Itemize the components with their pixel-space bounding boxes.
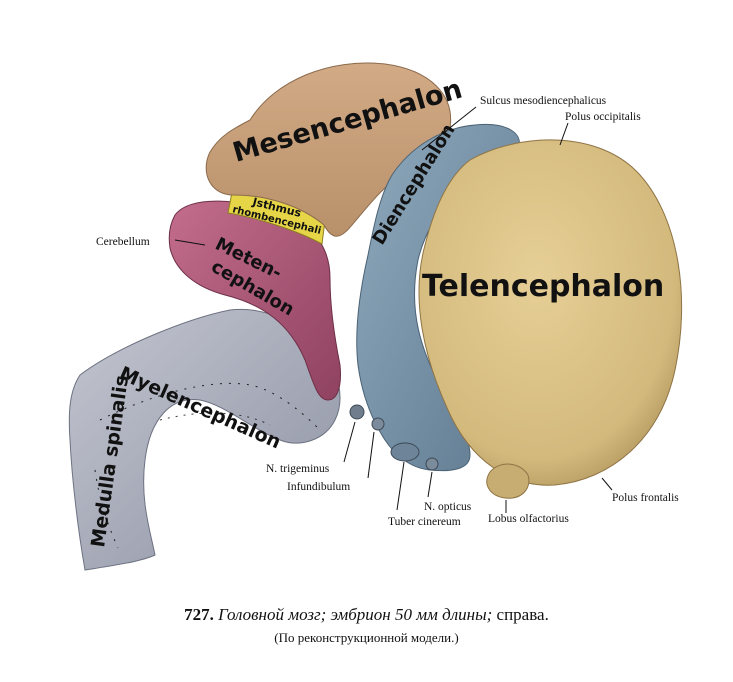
- ann-polus-occipitalis: Polus occipitalis: [565, 111, 641, 123]
- tuber-cinereum-bulge: [390, 442, 420, 462]
- lobus-olfactorius-shape: [486, 463, 530, 499]
- ann-n-opticus: N. opticus: [424, 501, 472, 513]
- figure-title-end: справа.: [496, 605, 549, 624]
- mesencephalon-region: [205, 62, 452, 237]
- ann-infundibulum: Infundibulum: [287, 481, 350, 493]
- ann-cerebellum: Cerebellum: [96, 236, 150, 248]
- figure-subcaption: (По реконструкционной модели.): [274, 630, 459, 645]
- figure-number: 727.: [184, 605, 214, 624]
- ann-n-trigeminus: N. trigeminus: [266, 463, 330, 475]
- ann-polus-frontalis: Polus frontalis: [612, 492, 679, 504]
- ann-lobus-olfactorius: Lobus olfactorius: [488, 513, 569, 525]
- telencephalon-region: [418, 139, 683, 486]
- ann-tuber-cinereum: Tuber cinereum: [388, 516, 461, 528]
- figure-caption: 727. Головной мозг; эмбрион 50 мм длины;…: [0, 605, 733, 625]
- n-trigeminus-knob: [349, 404, 365, 420]
- n-opticus-knob: [425, 457, 439, 471]
- infundibulum-knob: [371, 417, 385, 431]
- ann-sulcus: Sulcus mesodiencephalicus: [480, 95, 607, 107]
- label-telencephalon: Telencephalon: [422, 269, 664, 304]
- figure-title: Головной мозг; эмбрион 50 мм длины;: [218, 605, 493, 624]
